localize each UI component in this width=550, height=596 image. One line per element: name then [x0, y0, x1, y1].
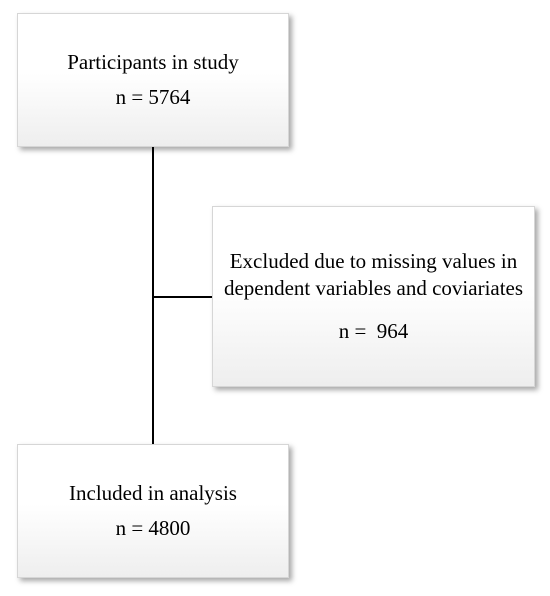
participants-box: Participants in study n = 5764 [17, 13, 289, 147]
participants-count: n = 5764 [115, 85, 191, 109]
included-count: n = 4800 [115, 516, 191, 540]
included-box: Included in analysis n = 4800 [17, 444, 289, 578]
exclusion-branch-connector [152, 296, 212, 298]
excluded-label: Excluded due to missing values in depend… [223, 249, 524, 300]
excluded-box: Excluded due to missing values in depend… [212, 206, 535, 387]
included-label: Included in analysis [69, 481, 237, 505]
main-flow-connector [152, 147, 154, 444]
participants-label: Participants in study [67, 50, 239, 74]
excluded-count: n = 964 [338, 319, 409, 343]
